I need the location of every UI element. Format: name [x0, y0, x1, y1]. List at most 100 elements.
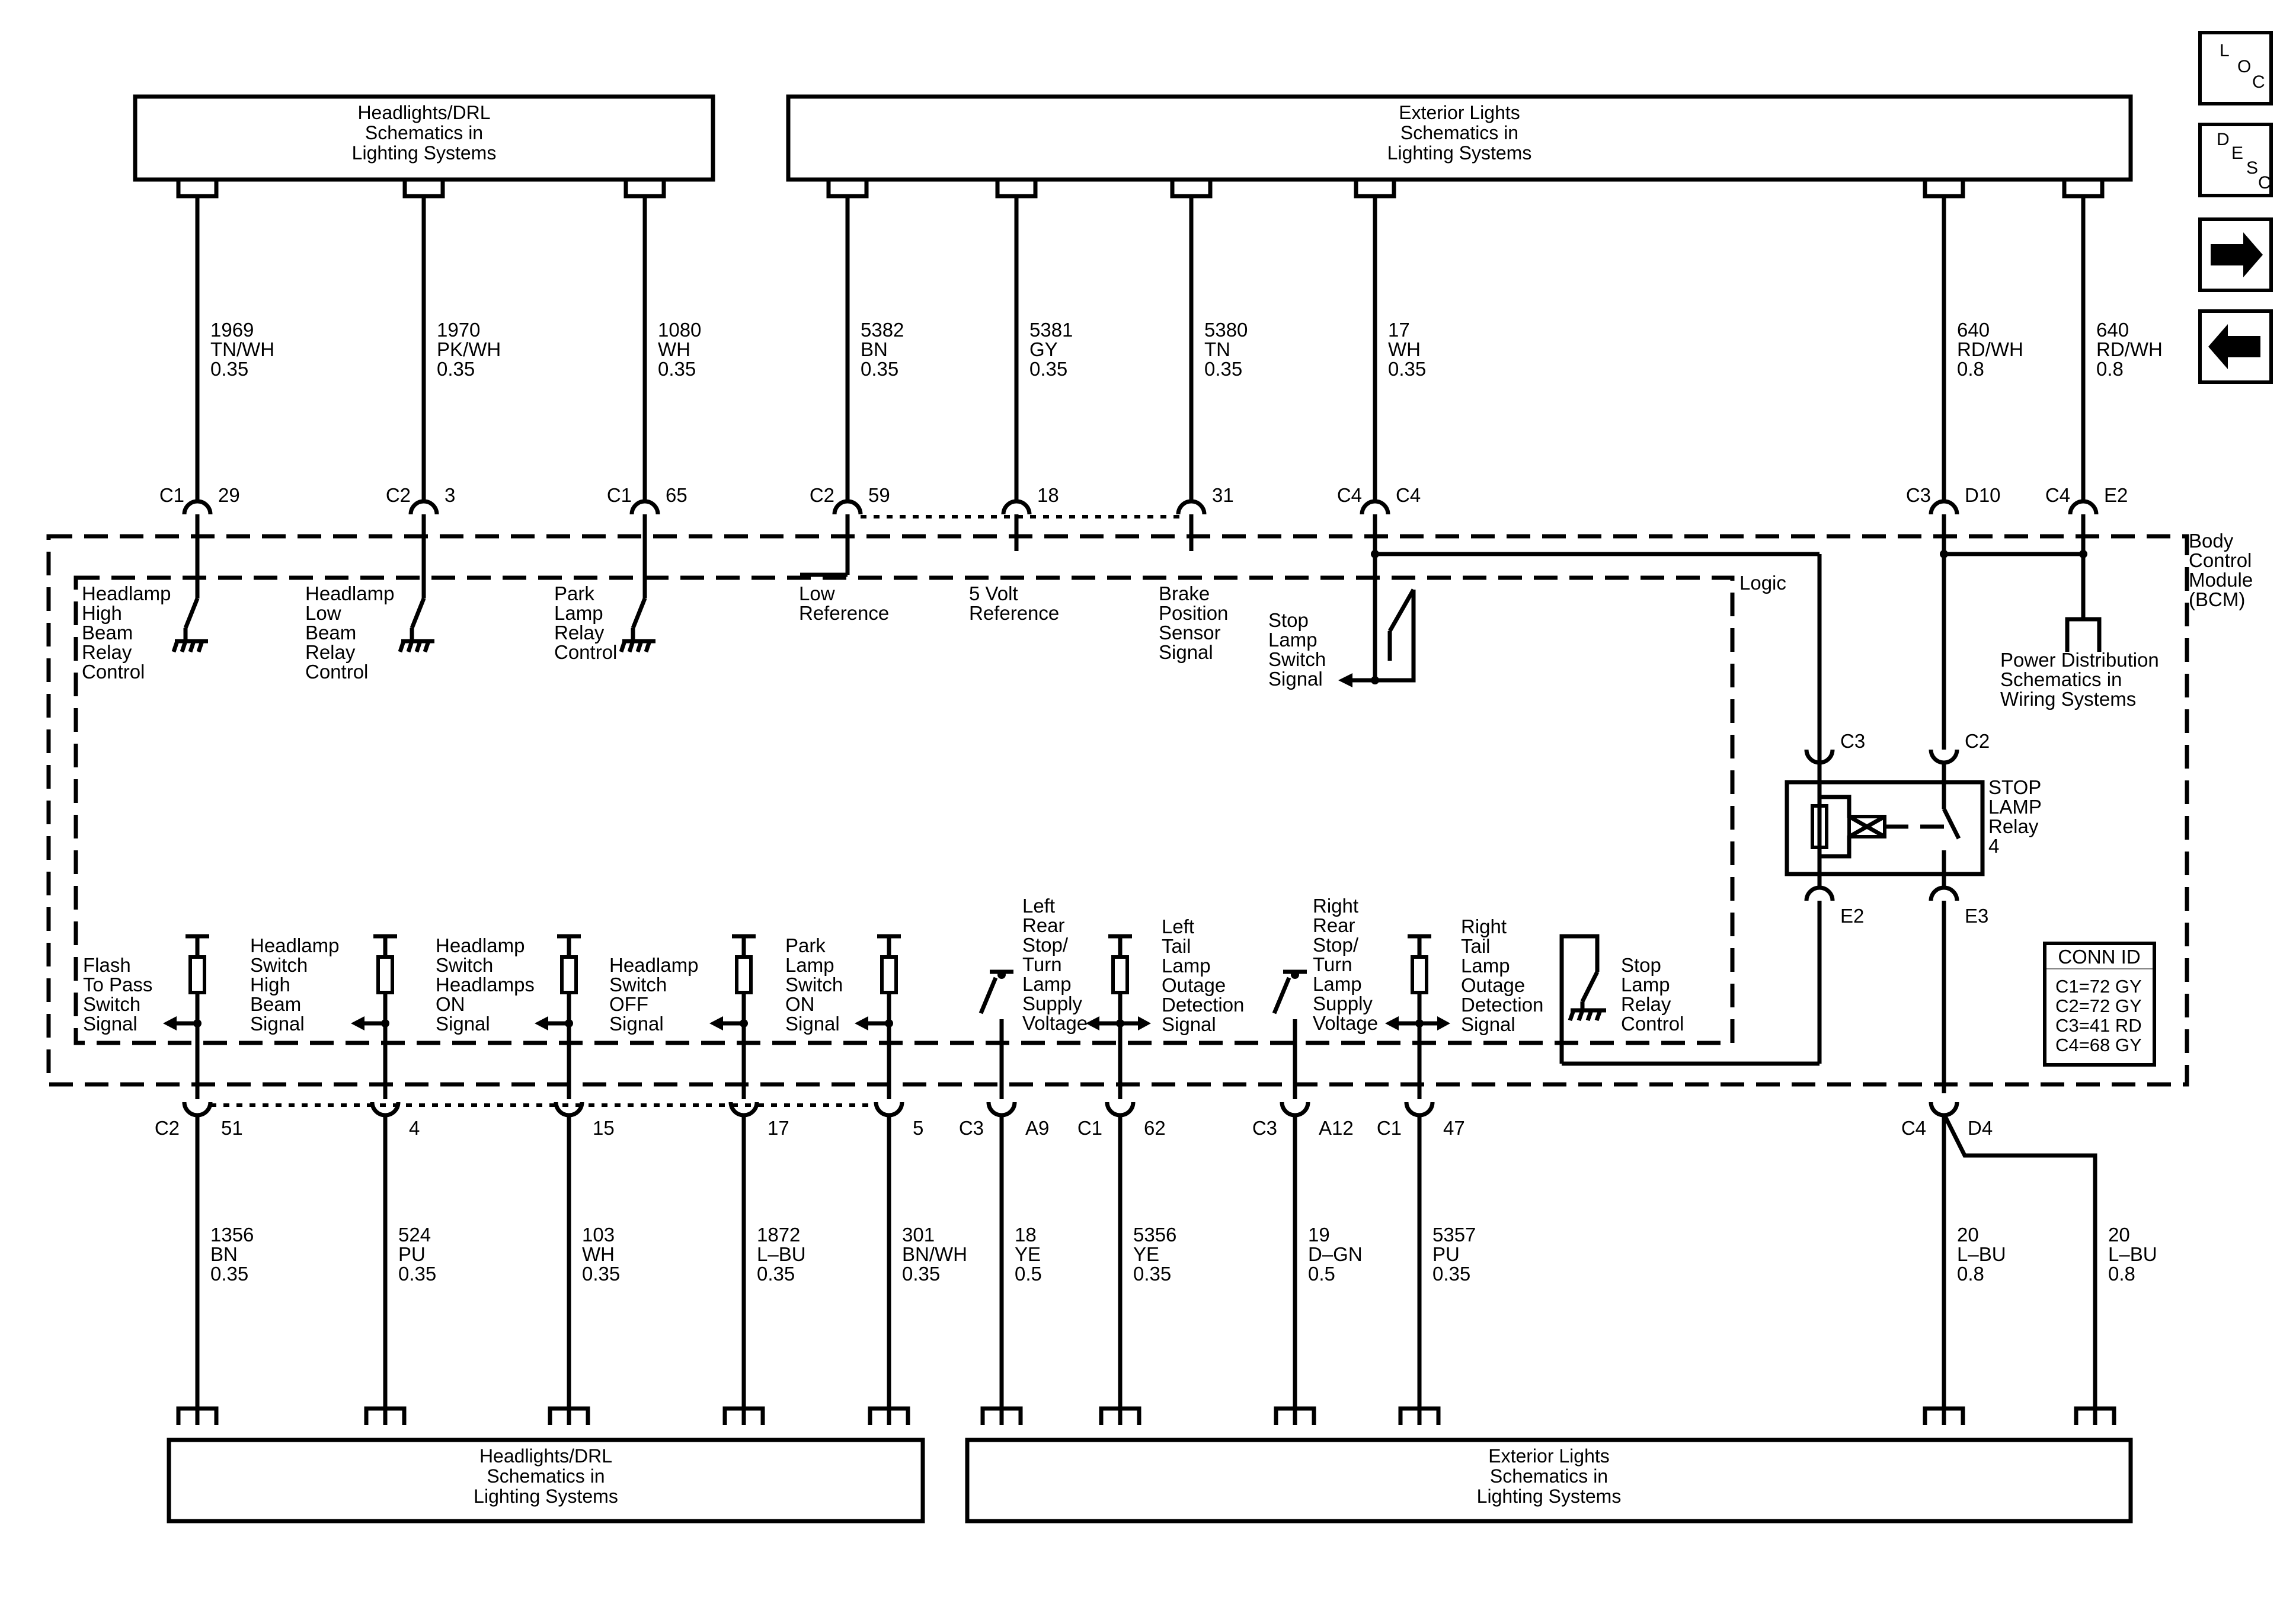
pullup-resistor	[880, 955, 898, 994]
top-pin-1: 3	[445, 484, 455, 506]
connector-cup	[1001, 499, 1032, 515]
pullup-resistor	[1411, 955, 1428, 994]
ground-symbol	[619, 640, 627, 653]
loc-letter: L	[2220, 41, 2230, 60]
terminal	[1354, 180, 1396, 199]
desc-letter: E	[2231, 143, 2243, 163]
next-arrow-button[interactable]	[2198, 217, 2273, 292]
ground-symbol	[171, 640, 180, 653]
ground-symbol	[635, 640, 644, 653]
terminal	[623, 180, 666, 199]
bottom-pin-1: 4	[409, 1117, 420, 1139]
terminal	[176, 1406, 219, 1425]
terminal	[995, 180, 1038, 199]
junction-dot	[885, 1019, 893, 1028]
junction-dot	[381, 1019, 389, 1028]
bottom-conn-7: C3	[1252, 1117, 1277, 1139]
bottom-conn-5: C3	[959, 1117, 984, 1139]
junction-dot	[1116, 1019, 1124, 1028]
bottom-conn-8: C1	[1377, 1117, 1402, 1139]
terminal	[1099, 1406, 1141, 1425]
top-conn-7: C3	[1906, 484, 1931, 506]
switch-contact	[1272, 977, 1291, 1014]
pullup-resistor	[188, 955, 206, 994]
ground-symbol	[423, 640, 431, 653]
signal-arrow	[1138, 1016, 1151, 1030]
switch-wire	[1375, 590, 1416, 683]
bottom-pin-3: 17	[768, 1117, 789, 1139]
loc-button[interactable]: LOC	[2198, 31, 2273, 105]
ground-symbol	[1585, 1009, 1594, 1022]
terminal	[1274, 1406, 1316, 1425]
relay-body	[1785, 780, 1985, 876]
terminal	[548, 1406, 590, 1425]
relay-pin-c2: C2	[1965, 730, 1990, 752]
junction-dot	[2079, 550, 2087, 558]
connector-cup	[832, 499, 863, 515]
relay-coil	[1819, 836, 1851, 859]
loc-letter: C	[2252, 72, 2265, 92]
prev-arrow-button[interactable]	[2198, 309, 2273, 384]
relay-coil	[1819, 795, 1851, 818]
bottom-pin-9: D4	[1968, 1117, 1993, 1139]
junction-dot	[1940, 550, 1948, 558]
pullup-resistor	[735, 955, 753, 994]
top-pin-4: 18	[1037, 484, 1059, 506]
top-conn-6: C4	[1337, 484, 1362, 506]
switch-node	[1291, 971, 1299, 979]
bottom-conn-6: C1	[1077, 1117, 1102, 1139]
ground-symbol	[398, 640, 406, 653]
bottom-conn-0: C2	[155, 1117, 180, 1139]
connector-cup	[1360, 499, 1390, 515]
terminal	[402, 180, 445, 199]
terminal	[364, 1406, 407, 1425]
desc-letter: C	[2258, 173, 2271, 193]
switch-contact	[1387, 588, 1416, 632]
top-pin-0: 29	[218, 484, 240, 506]
ground-symbol	[627, 640, 635, 653]
loc-button-frame	[2198, 31, 2273, 105]
pullup-resistor	[560, 955, 578, 994]
switch-contact	[410, 597, 426, 629]
top-conn-1: C2	[386, 484, 411, 506]
ground-symbol	[196, 640, 204, 653]
terminal	[1923, 1406, 1965, 1425]
pullup-resistor	[1111, 955, 1129, 994]
ground-symbol	[406, 640, 414, 653]
signal-arrow	[1338, 673, 1352, 687]
loc-letter: O	[2237, 57, 2251, 76]
connector-cup	[182, 1102, 213, 1118]
terminal	[722, 1406, 765, 1425]
top-pin-6: C4	[1396, 484, 1421, 506]
connector-cup	[874, 1102, 904, 1118]
signal-arrow	[1385, 1016, 1399, 1030]
ground-symbol	[180, 640, 188, 653]
desc-letter: S	[2246, 158, 2258, 178]
relay-coil-resistor	[1811, 804, 1828, 849]
terminal	[2065, 617, 2102, 652]
wire	[1559, 934, 1600, 1064]
top-right-schematic-box	[786, 94, 2133, 182]
ground-symbol	[414, 640, 423, 653]
signal-arrow	[709, 1016, 723, 1030]
signal-arrow	[855, 1016, 868, 1030]
